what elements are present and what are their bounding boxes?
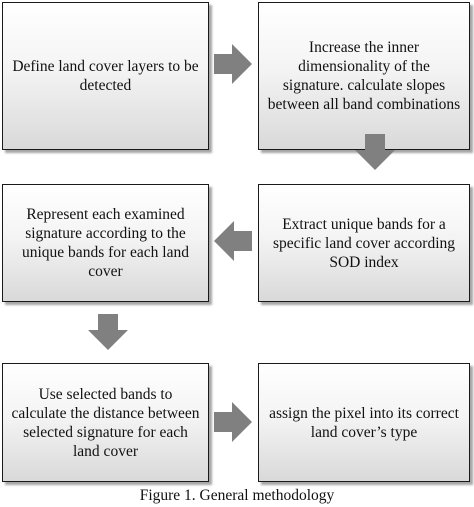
flow-box-text: Represent each examined signature accord…: [22, 206, 189, 280]
flow-box-text: Define land cover layers to be detected: [12, 58, 199, 94]
flow-box-define-land-cover: Define land cover layers to be detected: [2, 2, 209, 150]
flow-box-extract-unique-bands: Extract unique bands for a specific land…: [258, 184, 470, 302]
arrow-right-icon: [214, 402, 252, 442]
arrow-down-icon: [88, 314, 128, 350]
flow-box-text: Increase the inner dimensionality of the…: [267, 39, 461, 113]
arrow-left-icon: [214, 221, 252, 261]
arrow-down-icon: [355, 134, 395, 170]
flow-box-text: Extract unique bands for a specific land…: [272, 215, 456, 271]
flow-box-increase-dimensionality: Increase the inner dimensionality of the…: [258, 2, 470, 150]
flow-box-text: Use selected bands to calculate the dist…: [11, 385, 200, 460]
flow-box-text: assign the pixel into its correct land c…: [269, 404, 459, 441]
flow-box-represent-signature: Represent each examined signature accord…: [2, 184, 209, 302]
figure-caption: Figure 1. General methodology: [139, 487, 335, 504]
flow-box-calculate-distance: Use selected bands to calculate the dist…: [2, 363, 209, 482]
flow-box-assign-pixel: assign the pixel into its correct land c…: [258, 363, 470, 482]
arrow-right-icon: [214, 44, 252, 84]
